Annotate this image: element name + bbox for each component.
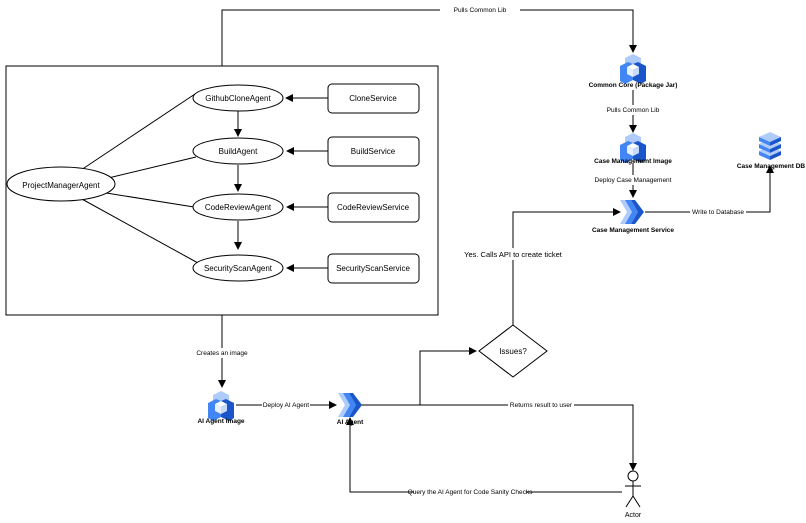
security-scan-service-node[interactable]: SecurityScanService: [327, 253, 420, 284]
security-scan-agent-node[interactable]: SecurityScanAgent: [192, 254, 284, 282]
edge-label-yes-calls-api: Yes. Calls API to create ticket: [464, 250, 563, 259]
ai-agent-icon[interactable]: [338, 393, 362, 417]
issues-decision-node[interactable]: Issues?: [478, 324, 548, 378]
agents-container: [5, 65, 439, 316]
actor-icon[interactable]: [625, 470, 641, 508]
security-scan-service-label: SecurityScanService: [336, 264, 410, 273]
edge-label-creates-an-image: Creates an image: [196, 350, 248, 357]
case-management-image-icon[interactable]: [620, 133, 646, 163]
edge-pm-github: [77, 91, 199, 173]
github-clone-agent-label: GithubCloneAgent: [205, 94, 271, 103]
build-agent-label: BuildAgent: [219, 147, 258, 156]
edge-label-deploy-case-management: Deploy Case Management: [595, 177, 672, 184]
edge-write-to-database: [645, 165, 774, 213]
common-core-label: Common Core (Package Jar): [589, 82, 678, 89]
edge-label-write-to-database: Write to Database: [692, 209, 744, 216]
edge-pm-securityscan: [79, 197, 199, 264]
edge-returns-result: [360, 404, 637, 471]
actor-label: Actor: [625, 512, 642, 519]
ai-agent-image-icon[interactable]: [208, 391, 234, 421]
code-review-service-node[interactable]: CodeReviewService: [327, 192, 420, 223]
edge-pm-build: [99, 156, 197, 181]
edge-label-pulls-common-lib-top: Pulls Common Lib: [454, 7, 507, 14]
security-scan-agent-label: SecurityScanAgent: [204, 264, 273, 273]
clone-service-label: CloneService: [349, 94, 397, 103]
common-core-icon[interactable]: [620, 54, 646, 84]
edge-ai-agent-issues: [419, 347, 477, 405]
case-management-image-label: Case Management Image: [594, 158, 672, 165]
edge-pm-codereview: [99, 191, 195, 208]
edge-label-query-ai-agent: Query the AI Agent for Code Sanity Check…: [408, 489, 533, 496]
code-review-agent-node[interactable]: CodeReviewAgent: [192, 193, 284, 221]
code-review-agent-label: CodeReviewAgent: [205, 203, 272, 212]
ai-agent-image-label: AI Agent Image: [197, 418, 244, 425]
build-agent-node[interactable]: BuildAgent: [192, 137, 284, 165]
issues-decision-label: Issues?: [499, 347, 527, 356]
edge-label-pulls-common-lib: Pulls Common Lib: [607, 107, 660, 114]
build-service-label: BuildService: [351, 147, 396, 156]
project-manager-agent-label: ProjectManagerAgent: [22, 181, 100, 190]
edge-label-deploy-ai-agent: Deploy AI Agent: [263, 402, 309, 409]
clone-service-node[interactable]: CloneService: [327, 83, 420, 114]
database-icon[interactable]: [759, 132, 781, 160]
edge-yes-calls-api: [512, 208, 621, 325]
case-management-service-icon[interactable]: [620, 200, 644, 224]
edge-pulls-common-lib-top: [221, 9, 637, 66]
case-management-service-label: Case Management Service: [592, 227, 674, 234]
github-clone-agent-node[interactable]: GithubCloneAgent: [192, 84, 284, 112]
build-service-node[interactable]: BuildService: [327, 136, 420, 167]
code-review-service-label: CodeReviewService: [337, 203, 410, 212]
edge-query-ai-agent: [346, 417, 622, 493]
ai-agent-label: AI Agent: [337, 419, 364, 426]
edge-label-returns-result: Returns result to user: [510, 402, 573, 409]
project-manager-agent-node[interactable]: ProjectManagerAgent: [6, 166, 116, 202]
case-management-db-label: Case Management DB: [737, 163, 806, 170]
